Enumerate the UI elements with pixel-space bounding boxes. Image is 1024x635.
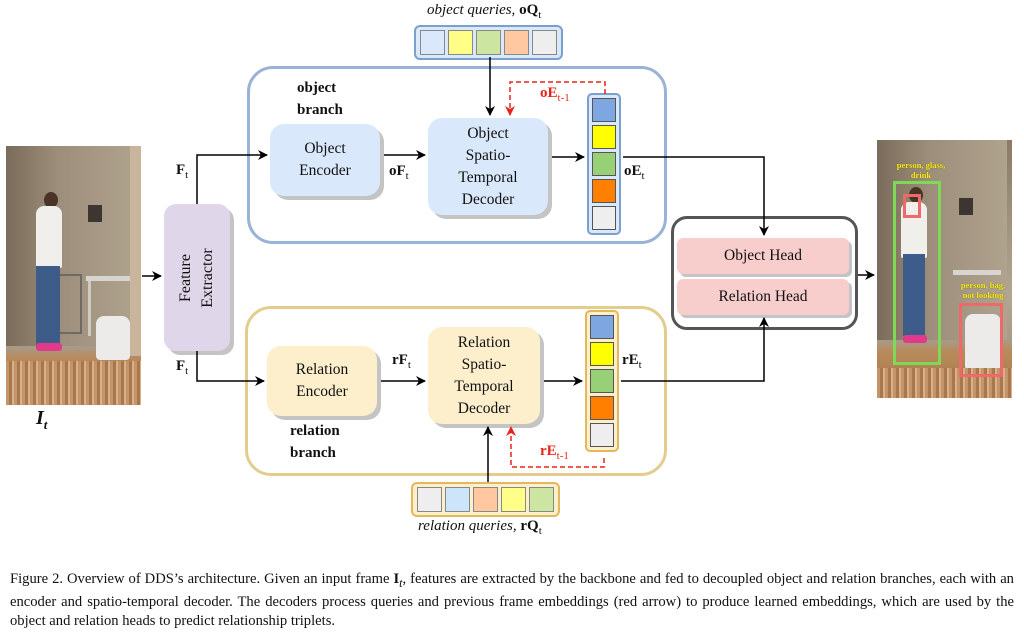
relation-embedding-cell	[590, 315, 614, 339]
relation-query-cell	[473, 487, 498, 512]
object-query-cell	[476, 30, 501, 55]
object-spatio-temporal-decoder: Object Spatio- Temporal Decoder	[428, 118, 548, 215]
figure-caption: Figure 2. Overview of DDS’s architecture…	[10, 571, 1014, 629]
object-embedding-label: oEt	[624, 163, 645, 182]
relation-queries-label: relation queries, rQt	[418, 518, 542, 537]
table	[86, 276, 130, 281]
object-queries	[414, 25, 563, 60]
connection-arrows	[142, 57, 875, 482]
room-wall	[6, 146, 136, 346]
object-embedding-cell	[592, 98, 616, 122]
object-feature-label: oFt	[389, 163, 409, 182]
arrow-relation-embeddings-to-head	[621, 317, 769, 382]
picture-frame	[88, 205, 102, 222]
person-legs	[903, 254, 925, 336]
glass-bounding-box	[903, 194, 921, 218]
feature-extractor: Feature Extractor	[164, 204, 230, 351]
annotation-person-glass: person, glass, drink	[896, 160, 946, 180]
arrow-extractor-to-relation-encoder	[196, 351, 265, 386]
object-query-cell	[532, 30, 557, 55]
object-head: Object Head	[677, 238, 849, 274]
feature-label-bottom: Ft	[176, 358, 189, 377]
relation-encoder: Relation Encoder	[267, 346, 377, 416]
room-wall	[877, 140, 1007, 340]
person-bounding-box	[893, 181, 941, 365]
object-query-cell	[420, 30, 445, 55]
input-frame-image	[6, 146, 141, 405]
relation-queries	[411, 482, 560, 517]
object-embedding-cell	[592, 152, 616, 176]
arrow-relation-prev-embedding	[506, 426, 605, 468]
relation-query-cell	[501, 487, 526, 512]
object-prev-embedding-label: oEt-1	[540, 85, 570, 104]
object-embeddings	[587, 93, 621, 235]
relation-embedding-cell	[590, 369, 614, 393]
person-legs	[36, 266, 60, 346]
output-frame-image: person, glass, drink person, bag, not lo…	[877, 140, 1012, 398]
rug	[877, 368, 1012, 398]
arrow-extractor-to-object-encoder	[196, 150, 268, 204]
table-leg	[88, 281, 91, 336]
relation-query-cell	[529, 487, 554, 512]
bag	[965, 314, 1001, 370]
object-query-cell	[448, 30, 473, 55]
relation-feature-label: rFt	[392, 352, 411, 371]
person-shoes	[36, 343, 62, 351]
bag	[96, 316, 130, 360]
doorframe	[130, 146, 141, 356]
relation-embedding-label: rEt	[622, 352, 642, 371]
object-embedding-cell	[592, 179, 616, 203]
picture-frame	[959, 198, 973, 215]
relation-embeddings	[585, 310, 619, 452]
person-shoes	[903, 335, 927, 343]
relation-embedding-cell	[590, 342, 614, 366]
relation-branch-container	[245, 306, 667, 476]
relation-query-cell	[417, 487, 442, 512]
relation-branch-title: relation branch	[290, 423, 340, 461]
object-branch-title: object branch	[297, 80, 343, 118]
relation-head: Relation Head	[677, 279, 849, 315]
person-head	[44, 192, 58, 208]
relation-spatio-temporal-decoder: Relation Spatio- Temporal Decoder	[428, 327, 540, 424]
arrow-object-embeddings-to-head	[623, 156, 769, 236]
person-torso	[36, 206, 62, 268]
relation-embedding-cell	[590, 423, 614, 447]
object-queries-label: object queries, oQt	[427, 2, 542, 21]
rug	[6, 361, 141, 405]
object-encoder: Object Encoder	[270, 124, 380, 196]
table	[953, 270, 1001, 275]
architecture-diagram: It Feature Extractor Ft Ft object branch…	[6, 2, 1012, 537]
relation-query-cell	[445, 487, 470, 512]
relation-embedding-cell	[590, 396, 614, 420]
bag-bounding-box	[959, 303, 1003, 377]
relation-prev-embedding-label: rEt-1	[540, 443, 569, 462]
object-embedding-cell	[592, 206, 616, 230]
object-query-cell	[504, 30, 529, 55]
arrow-object-prev-embedding	[505, 81, 606, 116]
annotation-person-bag: person, bag, not looking	[960, 280, 1006, 300]
input-frame-label: It	[36, 407, 48, 432]
feature-label-top: Ft	[176, 162, 189, 181]
object-embedding-cell	[592, 125, 616, 149]
